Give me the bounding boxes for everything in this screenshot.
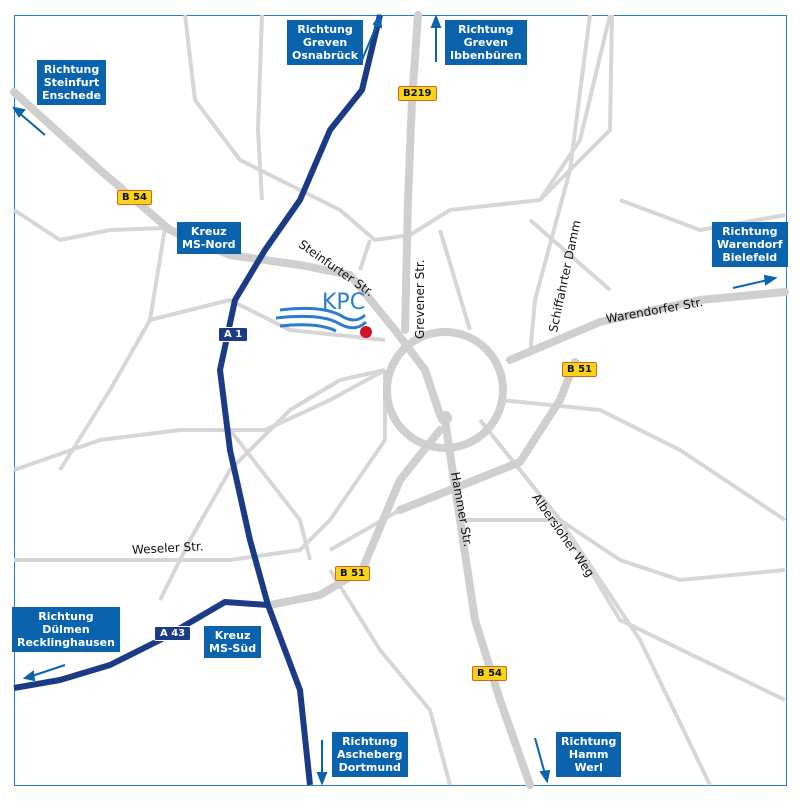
map-border [14,15,787,786]
main-roads [10,11,789,789]
badge-a1: A 1 [218,327,249,342]
kpc-logo: KPC [322,290,366,315]
a1-route [217,14,383,786]
autobahn [13,14,383,786]
badge-b51-south: B 51 [335,566,371,581]
badge-a43: A 43 [154,626,192,641]
badge-b219: B219 [398,86,437,101]
badge-b54-nw: B 54 [117,190,153,205]
street-grevener: Grevener Str. [413,259,427,339]
kpc-logo-waves [275,306,368,333]
a43-route [13,599,269,691]
location-marker [360,326,372,338]
direction-arrows [11,13,778,786]
badge-b54-south: B 54 [472,666,508,681]
badge-b51-east: B 51 [562,362,598,377]
minor-roads [12,14,787,786]
